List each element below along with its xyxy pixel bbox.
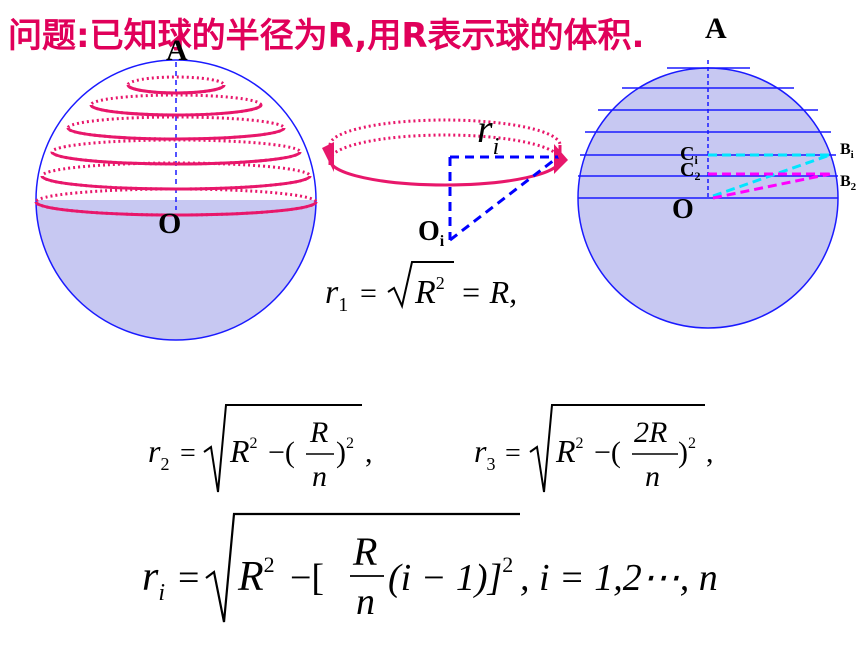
svg-text:R2: R2 (555, 433, 584, 469)
ring-back-arc (328, 133, 562, 161)
svg-text:ri: ri (142, 554, 165, 606)
sqrt-sign (205, 512, 520, 623)
svg-text:R2: R2 (414, 273, 445, 311)
svg-text:−[: −[ (290, 557, 324, 599)
right-arrowhead (554, 144, 568, 174)
svg-text:)2: )2 (678, 435, 696, 469)
svg-text:R2: R2 (237, 552, 275, 600)
point-a-label: A (705, 12, 727, 45)
svg-text:, i = 1,2⋯, n: , i = 1,2⋯, n (520, 557, 718, 599)
svg-text:R: R (309, 416, 328, 449)
sqrt-sign (529, 404, 705, 493)
svg-text:)2: )2 (336, 435, 354, 469)
point-o-label: O (672, 194, 694, 225)
svg-text:r1: r1 (325, 274, 348, 316)
svg-text:=: = (360, 277, 377, 310)
formula-r3: r3 = R2 −( 2R n )2 , (474, 404, 714, 493)
sqrt-sign (203, 404, 362, 493)
point-c2-label: C2 (680, 159, 700, 183)
magenta-slant (712, 172, 831, 200)
svg-text:R2: R2 (229, 433, 258, 469)
sqrt-sign (387, 261, 454, 310)
point-b2-label: B2 (840, 173, 857, 193)
point-a-label: A (166, 34, 188, 67)
svg-text:=: = (505, 438, 521, 469)
point-ci-label: Ci (680, 143, 698, 167)
svg-text:2R: 2R (634, 416, 667, 449)
svg-text:−(: −( (594, 436, 621, 469)
right-sphere: A O Ci C2 Bi B2 (577, 12, 857, 329)
svg-text:n: n (312, 460, 327, 493)
svg-text:n: n (645, 460, 660, 493)
left-sphere: A O (34, 34, 318, 341)
formula-r1: r1 = R2 = R, (325, 261, 517, 316)
svg-text:= R,: = R, (460, 274, 517, 310)
formula-ri: ri = R2 −[ R n (i − 1)]2 , i = 1,2⋯, n (142, 512, 718, 623)
formula-r2: r2 = R2 −( R n )2 , (148, 404, 373, 493)
svg-text:R: R (352, 529, 377, 574)
point-bi-label: Bi (840, 141, 854, 161)
page-title: 问题:已知球的半径为R,用R表示球的体积. (8, 16, 645, 56)
svg-text:=: = (180, 438, 196, 469)
svg-text:(i − 1)]2: (i − 1)]2 (388, 552, 513, 599)
radius-label: ri (477, 106, 499, 160)
svg-text:=: = (178, 557, 199, 599)
svg-text:r3: r3 (474, 433, 495, 474)
svg-text:−(: −( (268, 436, 295, 469)
center-o-label: Oi (418, 216, 445, 250)
svg-text:,: , (365, 436, 373, 469)
ring-front-arc (328, 159, 562, 187)
svg-text:n: n (356, 581, 375, 623)
sphere-lower-fill (36, 200, 316, 340)
latitude-rings (34, 75, 318, 217)
point-o-label: O (158, 207, 181, 240)
middle-ring-diagram: ri Oi (322, 106, 568, 250)
slant-segment (449, 155, 559, 242)
svg-text:,: , (706, 436, 714, 469)
ring-band-top (328, 118, 562, 146)
left-arrowhead (322, 142, 334, 172)
svg-text:r2: r2 (148, 433, 169, 474)
